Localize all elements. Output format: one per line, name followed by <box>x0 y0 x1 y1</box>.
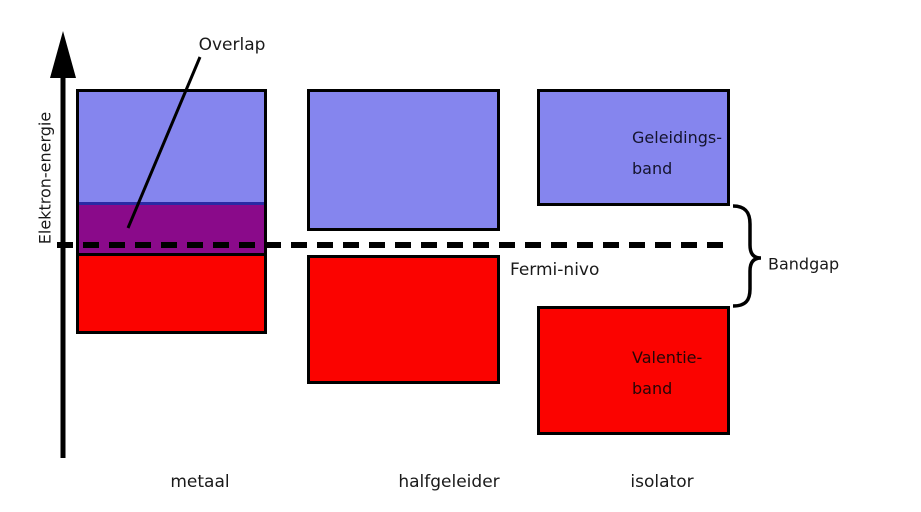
column-label-insulator: isolator <box>630 472 694 492</box>
y-axis-arrow <box>50 31 76 458</box>
conduction-band-label: Geleidings- band <box>632 122 722 184</box>
overlap-label: Overlap <box>198 35 266 55</box>
semiconductor-conduction-band <box>307 89 500 231</box>
valence-band-label: Valentie- band <box>632 342 702 404</box>
insulator-conduction-band: Geleidings- band <box>537 89 730 206</box>
bandgap-label: Bandgap <box>768 254 840 274</box>
semiconductor-valence-band <box>307 255 500 384</box>
conduction-band-label-line2: band <box>632 159 673 178</box>
fermi-level-label: Fermi-nivo <box>510 260 600 280</box>
metal-valence-band <box>79 256 264 331</box>
conduction-band-label-line1: Geleidings- <box>632 128 722 147</box>
insulator-valence-band: Valentie- band <box>537 306 730 435</box>
valence-band-label-line1: Valentie- <box>632 348 703 367</box>
y-axis-label: Elektron-energie <box>35 111 55 245</box>
metal-overlap-region <box>79 205 264 253</box>
column-label-metal: metaal <box>170 472 230 492</box>
metal-conduction-band <box>79 92 264 202</box>
column-label-semiconductor: halfgeleider <box>398 472 500 492</box>
metal-band-column <box>76 89 267 334</box>
bandgap-brace <box>732 204 762 308</box>
metal-overlap-bottom-border <box>79 253 264 256</box>
valence-band-label-line2: band <box>632 379 673 398</box>
